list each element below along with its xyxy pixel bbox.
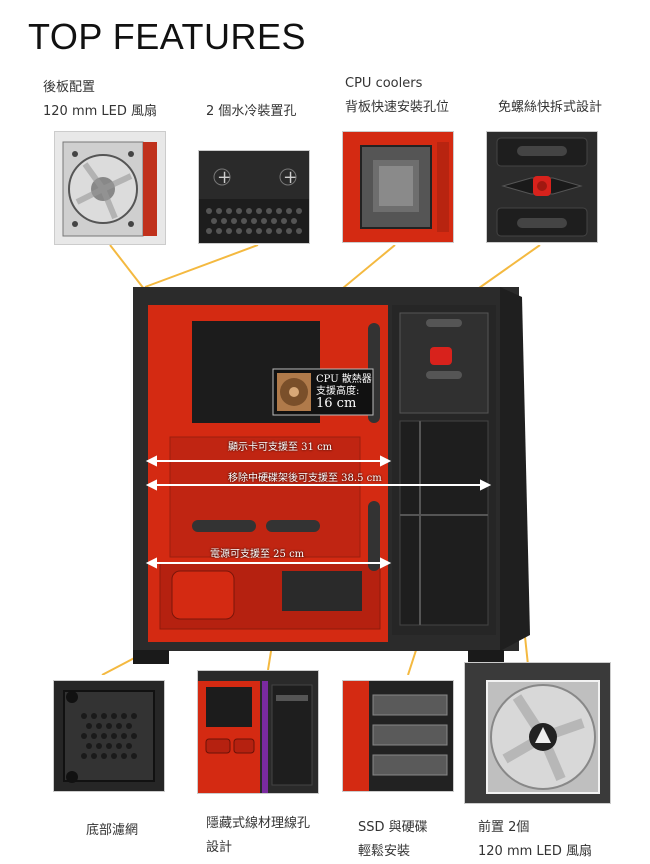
ssd-hdd-bay-photo [342, 680, 454, 792]
bottom-filter-photo [53, 680, 165, 792]
caption-rear-fan: 後板配置 120 mm LED 風扇 [43, 76, 157, 124]
rear-fan-photo [54, 131, 166, 245]
cpu-cooler-label-value: 16 cm [316, 396, 357, 411]
page-title: TOP FEATURES [28, 16, 307, 57]
front-fans-photo [464, 662, 611, 804]
caption-line: 前置 2個 [478, 820, 530, 835]
cpu-cooler-label-line: 支援高度: [316, 386, 360, 397]
caption-front-fans: 前置 2個 120 mm LED 風扇 [478, 816, 592, 864]
toolless-photo [486, 131, 598, 243]
caption-bottom-filter: 底部濾網 [86, 819, 138, 843]
caption-line: 隱藏式線材理線孔 [206, 816, 311, 831]
caption-line: 底部濾網 [86, 823, 139, 838]
caption-toolless: 免螺絲快拆式設計 [498, 96, 602, 120]
cpu-cooler-label-line: CPU 散熱器 [316, 374, 372, 385]
caption-line: 背板快速安裝孔位 [345, 100, 450, 115]
caption-ssd-hdd: SSD 與硬碟 輕鬆安裝 [358, 816, 428, 864]
gpu-length-label: 顯示卡可支援至 31 cm [228, 442, 333, 453]
gpu-length-no-hdd-label: 移除中硬碟架後可支援至 38.5 cm [228, 473, 382, 484]
caption-line: SSD 與硬碟 [358, 820, 428, 835]
caption-line: 2 個水冷裝置孔 [206, 104, 297, 119]
caption-water-cooling-holes: 2 個水冷裝置孔 [206, 100, 296, 124]
cable-management-photo [197, 670, 319, 794]
water-cooling-holes-photo: + + [198, 150, 310, 244]
caption-line: 輕鬆安裝 [358, 844, 411, 859]
cpu-cooler-height-label: CPU 散熱器 支援高度: 16 cm [316, 374, 372, 410]
caption-line: 120 mm LED 風扇 [478, 844, 593, 859]
psu-length-label: 電源可支援至 25 cm [210, 549, 305, 560]
caption-line: 120 mm LED 風扇 [43, 104, 158, 119]
caption-line: 設計 [206, 840, 233, 855]
cpu-cooler-cutout-photo [342, 131, 454, 243]
caption-cable-management: 隱藏式線材理線孔 設計 [206, 812, 310, 860]
case-interior-illustration [0, 244, 650, 676]
caption-line: 免螺絲快拆式設計 [498, 100, 603, 115]
caption-line: CPU coolers [345, 76, 423, 91]
caption-line: 後板配置 [43, 80, 96, 95]
caption-cpu-cooler-cutout: CPU coolers 背板快速安裝孔位 [345, 72, 449, 120]
